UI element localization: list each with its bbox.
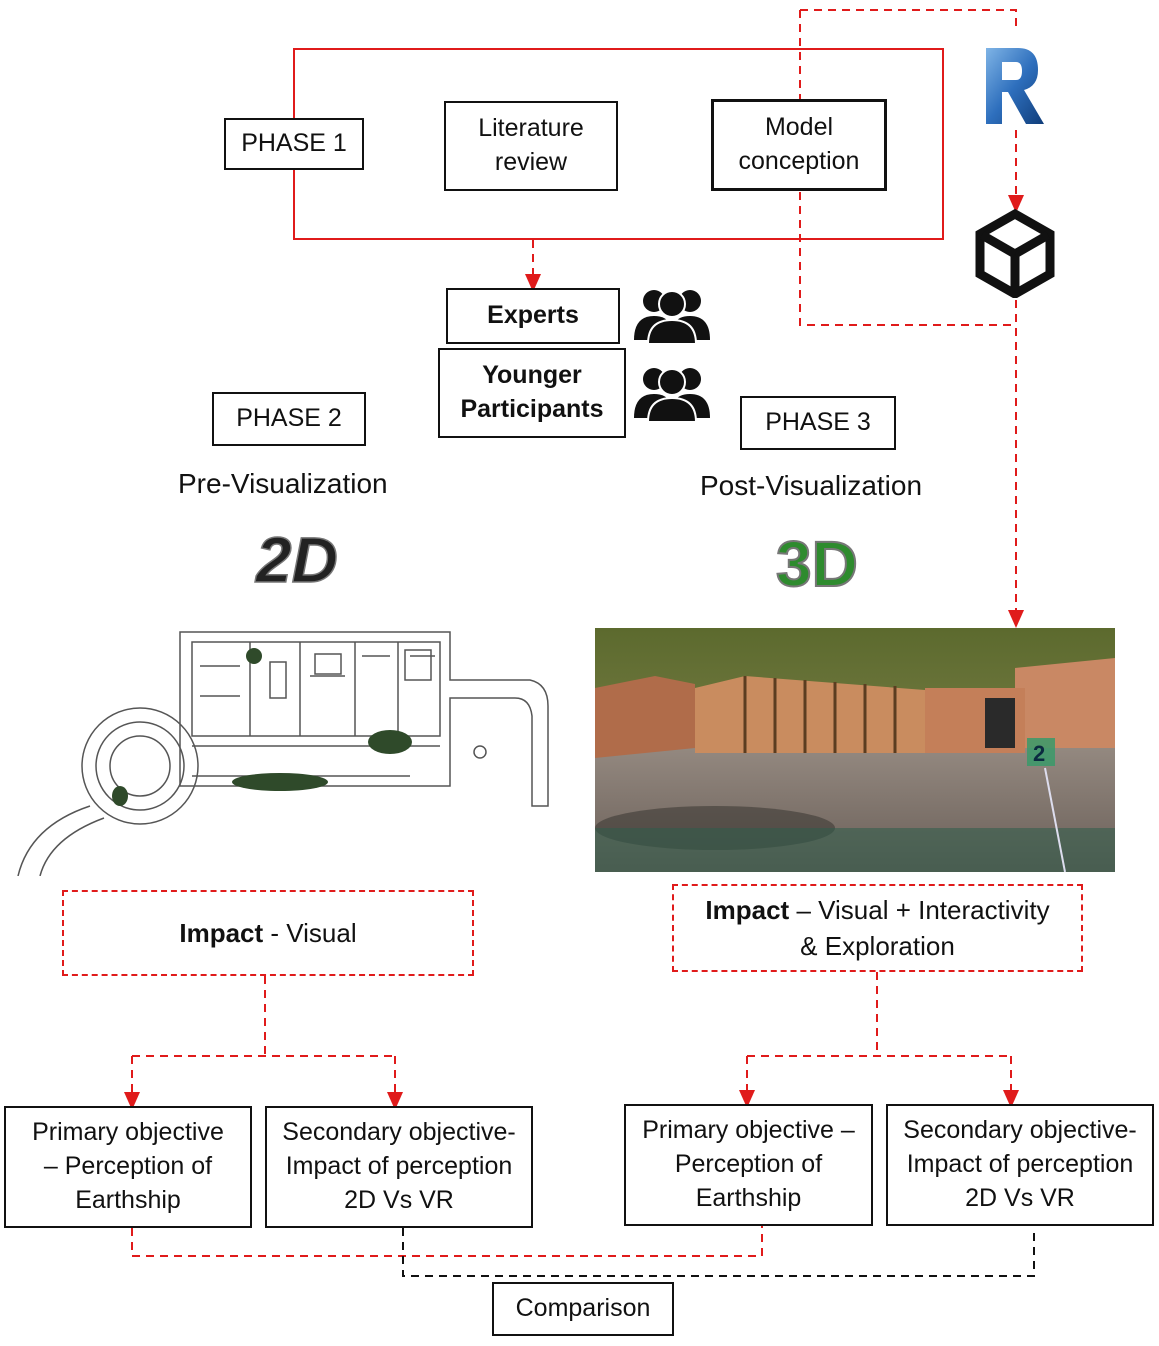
vr-scene-image: 2 — [595, 628, 1115, 872]
younger-participants-box: Younger Participants — [438, 348, 626, 438]
phase3-impact-keyword: Impact — [705, 894, 790, 925]
unity-logo-icon — [972, 208, 1058, 300]
phase2-label: PHASE 2 — [212, 392, 366, 446]
phase3-primary-objective: Primary objective – Perception of Earths… — [624, 1104, 873, 1226]
phase2-impact-box: Impact - Visual — [62, 890, 474, 976]
svg-text:2D: 2D — [255, 524, 338, 594]
floor-plan-image — [10, 626, 555, 877]
svg-text:2: 2 — [1033, 741, 1045, 766]
phase1-label: PHASE 1 — [224, 118, 364, 170]
phase3-impact-split — [747, 972, 1011, 1057]
phase2-impact-split — [132, 976, 395, 1057]
comparison-box: Comparison — [492, 1282, 674, 1336]
phase2-secondary-objective: Secondary objective- Impact of perceptio… — [265, 1106, 533, 1228]
phase3-impact-text: – Visual + Interactivity & Exploration — [789, 894, 1050, 961]
model-to-unity-connector — [800, 9, 1017, 30]
model-conception-box: Model conception — [711, 99, 887, 191]
badge-2d-icon: 2D — [252, 516, 342, 597]
experts-box: Experts — [446, 288, 620, 344]
svg-text:3D: 3D — [776, 528, 858, 598]
literature-review-box: Literature review — [444, 101, 618, 191]
phase2-title: Pre-Visualization — [178, 468, 388, 499]
secondary-comparison-line — [402, 1228, 1035, 1277]
younger-group-icon — [632, 362, 712, 423]
phase3-label: PHASE 3 — [740, 396, 896, 450]
phase2-impact-keyword: Impact — [179, 917, 264, 948]
primary-comparison-line — [131, 1226, 763, 1257]
experts-group-icon — [632, 284, 712, 345]
phase3-secondary-objective: Secondary objective- Impact of perceptio… — [886, 1104, 1154, 1226]
phase3-impact-box: Impact – Visual + Interactivity & Explor… — [672, 884, 1083, 972]
revit-logo-icon — [978, 40, 1050, 130]
phase2-primary-objective: Primary objective – Perception of Earths… — [4, 1106, 252, 1228]
badge-3d-icon: 3D — [772, 518, 862, 601]
phase2-impact-text: - Visual — [263, 917, 357, 948]
phase3-title: Post-Visualization — [700, 470, 923, 501]
